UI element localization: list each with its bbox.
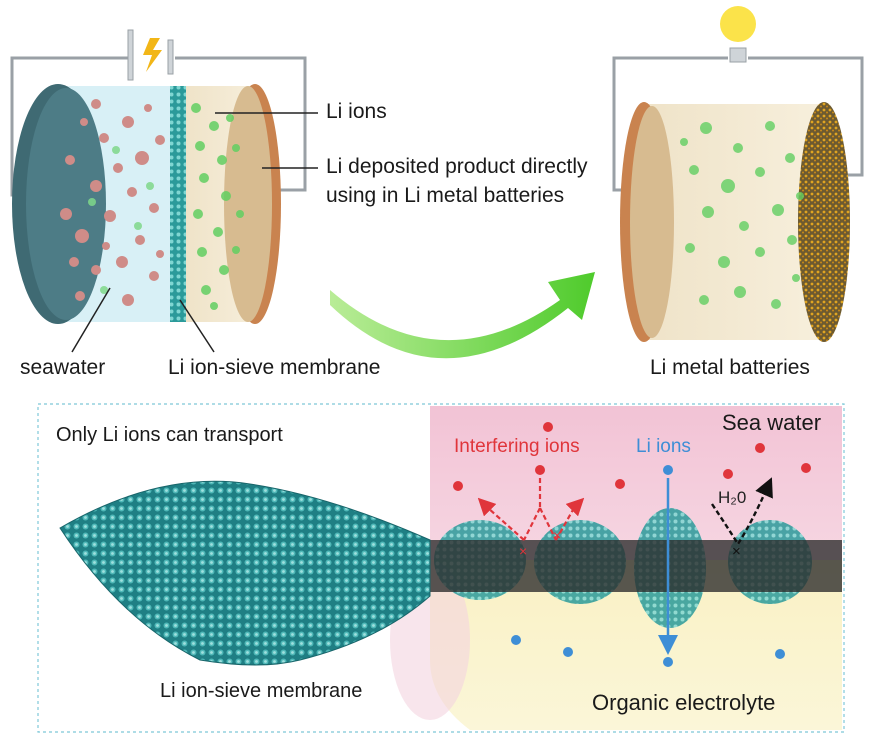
blocked-mark-2: × [553,527,561,543]
water-rejected-arrow [711,477,773,547]
leader-seawater [71,287,111,353]
extraction-cell [10,29,318,353]
label-sieve-membrane-top: Li ion-sieve membrane [168,356,381,379]
sea-water-region [430,406,842,560]
bottom-panel-border [37,403,845,733]
label-sieve-membrane-bottom: Li ion-sieve membrane [160,680,363,702]
li-ions-blue [511,465,785,667]
battery-li-ions [680,121,804,309]
power-plate-left [127,29,134,81]
membrane-band [424,540,842,592]
label-li-metal-batteries: Li metal batteries [650,356,810,379]
label-organic-electrolyte: Organic electrolyte [592,690,776,715]
transport-mechanism: × × × [59,406,842,730]
label-seawater: seawater [20,356,106,379]
power-plate-right [167,39,174,75]
cathode-disc [798,102,850,342]
ion-sieve-sheet [59,480,431,666]
label-li-ions: Li ions [326,100,387,123]
lightning-icon [143,38,162,72]
label-interfering-ions: Interfering ions [454,436,580,457]
label-sea-water: Sea water [722,410,822,435]
label-li-deposited: Li deposited product directly using in L… [326,155,588,207]
bulb-socket [729,47,747,63]
leader-membrane [179,299,215,353]
interfering-rejected-arrows [487,478,575,541]
seawater-ions [60,99,165,306]
circuit-wire-right [175,56,307,192]
battery-cell [612,6,864,342]
process-arrow [330,272,595,359]
organic-electrolyte-region [430,560,842,730]
water-blocked-mark: × [732,543,741,560]
deposited-li-ions [191,103,244,310]
blocked-mark-1: × [519,543,527,559]
label-li-ions-bottom: Li ions [636,436,691,457]
anode-disc [630,106,674,338]
interfering-ions [453,422,811,491]
seawater-li-ions [88,146,154,294]
label-only-li: Only Li ions can transport [56,424,283,446]
label-h2o: H₂0 [718,488,747,507]
ion-sieve-membrane-top [170,86,186,322]
lightbulb-icon [720,6,756,42]
